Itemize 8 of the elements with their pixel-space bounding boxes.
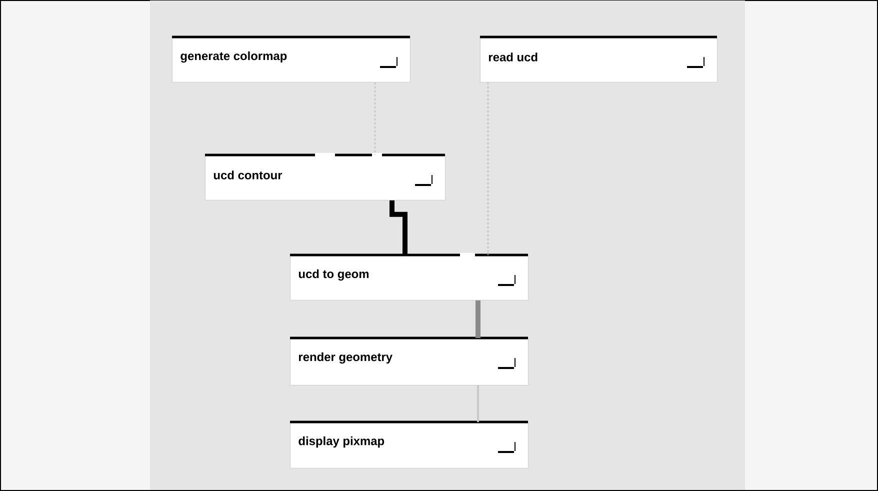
module-box: render geometry xyxy=(290,336,528,386)
module-box: display pixmap xyxy=(290,420,528,468)
module-box: ucd to geom xyxy=(290,253,528,300)
module-box: generate colormap xyxy=(172,36,410,82)
module-box: read ucd xyxy=(480,36,718,82)
connection-line xyxy=(476,300,480,338)
connection-line xyxy=(390,200,408,255)
module-box: ucd contour xyxy=(205,153,446,200)
